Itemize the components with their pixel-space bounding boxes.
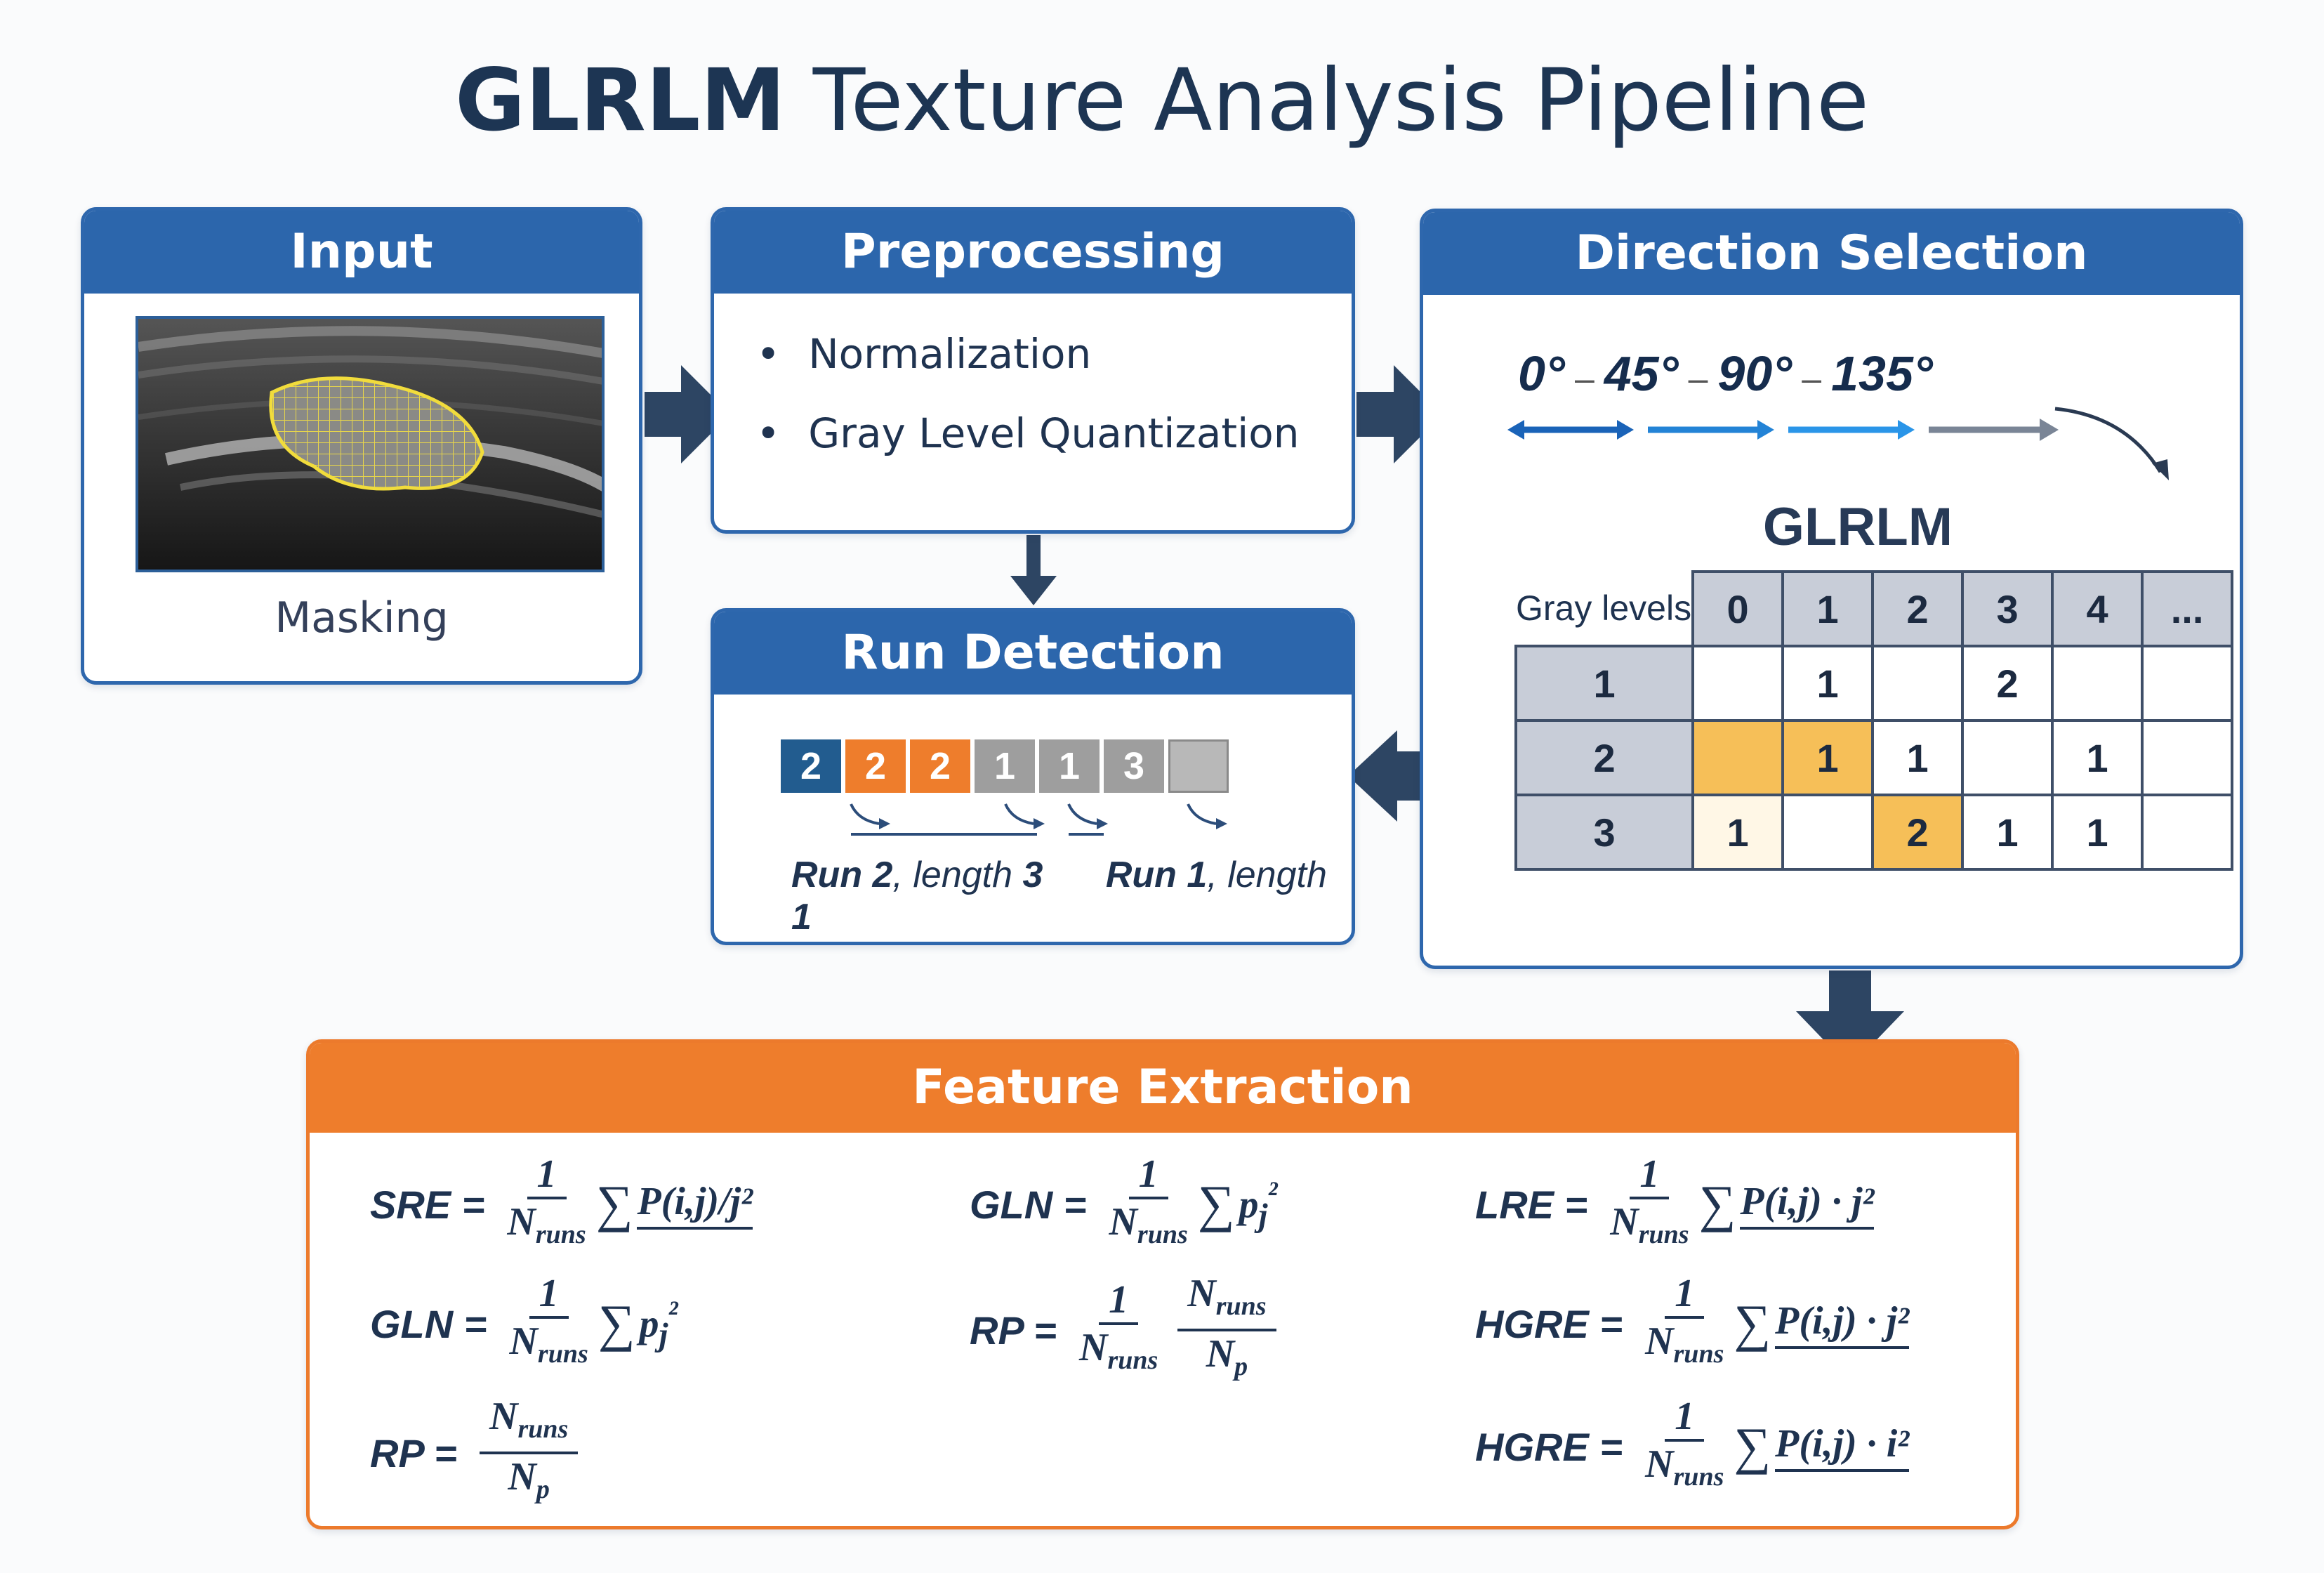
gray-levels-label: Gray levels [1516,588,1692,628]
table-row: 2 1 1 1 [1514,719,2234,796]
table-cell [2141,645,2234,722]
angle-0: 0° [1518,346,1565,401]
run-cell: 2 [910,739,970,793]
angle-separator: – [1802,359,1822,398]
table-cell: 1 [1781,719,1875,796]
title-rest: Texture Analysis Pipeline [812,51,1870,150]
run-cell: 1 [1039,739,1100,793]
table-cell: 1 [1781,645,1875,722]
run-arrow [1187,803,1217,825]
list-item: Gray Level Quantization [756,409,1299,457]
table-cell: 1 [1871,719,1965,796]
title-bold: GLRLM [454,51,786,150]
column-header: 4 [2051,570,2144,647]
row-header: 1 [1514,645,1695,722]
table-cell: 1 [2051,719,2144,796]
page-title: GLRLM Texture Analysis Pipeline [0,51,2324,150]
table-cell: 2 [1961,645,2054,722]
table-cell [1781,794,1875,871]
arrowhead [1898,420,1915,440]
table-row: 1 1 2 [1514,645,2234,722]
input-header: Input [84,211,639,294]
arrow-preprocessing-to-run [1010,535,1057,605]
column-header: 0 [1691,570,1785,647]
run-detection-header: Run Detection [714,612,1352,695]
table-cell: 1 [2051,794,2144,871]
table-cell [2051,645,2144,722]
run-arrowhead [1216,818,1227,829]
run-label: Run 1, length 1 [791,855,1327,937]
arrowhead [1507,420,1524,440]
table-cell [1871,645,1965,722]
preprocessing-header: Preprocessing [714,211,1352,294]
run-arrowhead [1034,818,1045,829]
arrowhead [2040,419,2059,441]
glrlm-matrix: Gray levels 0 1 2 3 4 ... 1 1 2 2 1 1 1 [1514,570,2234,871]
preprocessing-panel: Preprocessing Normalization Gray Level Q… [711,207,1355,534]
arrow-direction-to-run [1348,730,1420,822]
run-arrowhead [1097,818,1108,829]
run-labels: Run 2, length 3 Run 1, length 1 [791,854,1352,938]
table-row: Gray levels 0 1 2 3 4 ... [1516,570,2234,647]
run-arrows [850,803,1227,836]
run-arrow [1004,803,1034,825]
direction-selection-panel: Direction Selection 0° – 45° – 90° – 135… [1420,209,2243,969]
column-header: ... [2141,570,2234,647]
row-header: 2 [1514,719,1695,796]
table-row: 3 1 2 1 1 [1514,794,2234,871]
run-cell: 2 [845,739,906,793]
run-cell: 2 [781,739,841,793]
angle-45: 45° [1604,346,1679,401]
list-item: Normalization [756,330,1300,378]
table-cell [2141,719,2234,796]
run-arrow [1067,803,1097,825]
run-detection-panel: Run Detection 2 2 2 1 1 3 Run 2, length … [711,608,1355,945]
run-cells: 2 2 2 1 1 3 [781,739,1229,793]
table-cell: 1 [1691,794,1785,871]
feature-extraction-header: Feature Extraction [310,1043,2016,1133]
table-cell: 2 [1871,794,1965,871]
run-label: Run 2, length 3 [791,855,1043,895]
run-cell: 3 [1104,739,1164,793]
arrowhead [1617,420,1634,440]
angle-list: 0° – 45° – 90° – 135° [1518,345,1933,402]
ultrasound-drawing [138,319,602,570]
ultrasound-image [136,316,605,572]
run-arrowhead [879,818,890,829]
angle-separator: – [1574,359,1595,398]
direction-header: Direction Selection [1423,212,2240,295]
masking-caption: Masking [275,593,449,643]
column-header: 3 [1961,570,2054,647]
table-cell [1961,719,2054,796]
glrlm-title: GLRLM [1762,497,1953,557]
run-cell [1168,739,1229,793]
column-header: 1 [1781,570,1875,647]
arrowhead [2152,459,2169,480]
arrowhead [1757,420,1774,440]
table-cell [2141,794,2234,871]
curved-arrow [2054,407,2163,473]
table-cell: 1 [1961,794,2054,871]
input-panel: Input Masking [81,207,642,685]
run-arrow [850,803,880,825]
column-header: 2 [1871,570,1965,647]
run-cell: 1 [975,739,1035,793]
angle-separator: – [1688,359,1708,398]
table-cell [1691,645,1785,722]
preprocessing-list: Normalization Gray Level Quantization [756,330,1300,489]
row-header: 3 [1514,794,1695,871]
direction-arrows [1507,407,2169,480]
angle-135: 135° [1831,346,1933,401]
angle-90: 90° [1717,346,1792,401]
table-cell [1691,719,1785,796]
